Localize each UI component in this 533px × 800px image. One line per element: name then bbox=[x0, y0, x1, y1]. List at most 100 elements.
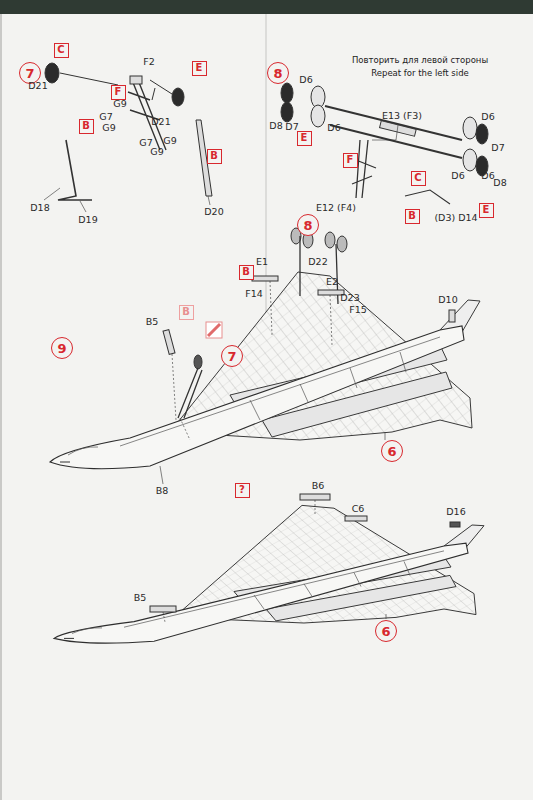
illustration-stroke bbox=[380, 121, 417, 137]
illustration-stroke bbox=[252, 276, 278, 281]
illustration-stroke bbox=[463, 117, 477, 139]
part-number: (D3) D14 bbox=[433, 213, 478, 223]
illustration-stroke bbox=[463, 149, 477, 171]
part-number: D7 bbox=[490, 143, 505, 153]
part-number: D8 bbox=[268, 121, 283, 131]
paper-fold bbox=[265, 14, 267, 330]
illustration-stroke bbox=[130, 76, 142, 84]
part-number: F15 bbox=[348, 305, 368, 315]
part-number: D23 bbox=[339, 293, 360, 303]
illustration-stroke bbox=[476, 124, 488, 144]
sprue-letter-box-faded: B bbox=[179, 305, 194, 320]
step-number-circle: 6 bbox=[381, 440, 403, 462]
instruction-note: Repeat for the left side bbox=[370, 69, 470, 78]
part-number: G9 bbox=[162, 136, 177, 146]
illustration-stroke bbox=[281, 102, 293, 122]
sprue-letter: F bbox=[347, 155, 354, 165]
sprue-letter-box: B bbox=[405, 209, 420, 224]
sprue-letter: E bbox=[196, 63, 203, 73]
part-number: E1 bbox=[255, 257, 269, 267]
sprue-letter-box: C bbox=[54, 43, 69, 58]
main-gear-parts bbox=[281, 83, 488, 204]
step-number-circle: 7 bbox=[221, 345, 243, 367]
illustration-stroke bbox=[315, 500, 316, 515]
part-number: G9 bbox=[101, 123, 116, 133]
illustration-stroke bbox=[44, 188, 60, 200]
sprue-letter-box: B bbox=[239, 265, 254, 280]
illustration-stroke bbox=[352, 140, 376, 198]
part-number: D22 bbox=[307, 257, 328, 267]
part-number: F2 bbox=[142, 57, 156, 67]
sprue-letter: E bbox=[301, 133, 308, 143]
illustration-stroke bbox=[60, 73, 118, 85]
illustration-stroke bbox=[281, 83, 293, 103]
illustration-stroke bbox=[405, 190, 450, 204]
part-number: B8 bbox=[155, 486, 170, 496]
part-number: D6 bbox=[326, 123, 341, 133]
sprue-letter-box: E bbox=[192, 61, 207, 76]
illustration-stroke bbox=[449, 310, 455, 322]
illustration-stroke bbox=[54, 505, 484, 643]
part-number: D6 bbox=[298, 75, 313, 85]
part-number: D7 bbox=[284, 122, 299, 132]
sprue-letter-box: E bbox=[479, 203, 494, 218]
part-number: D10 bbox=[437, 295, 458, 305]
part-number: E13 (F3) bbox=[381, 111, 423, 121]
illustration-stroke bbox=[45, 63, 59, 83]
instruction-note: Повторить для левой стороны bbox=[351, 56, 489, 65]
illustration-stroke bbox=[337, 236, 347, 252]
part-number: E12 (F4) bbox=[315, 203, 357, 213]
illustration-stroke bbox=[128, 80, 166, 150]
sprue-letter: B bbox=[82, 121, 90, 131]
illustration-stroke bbox=[180, 418, 190, 440]
illustration-stroke bbox=[206, 322, 222, 338]
step-number-circle: 9 bbox=[51, 337, 73, 359]
part-number: B6 bbox=[311, 481, 326, 491]
step-number-circle: 6 bbox=[375, 620, 397, 642]
illustration-stroke bbox=[450, 522, 460, 527]
illustration-stroke bbox=[270, 281, 332, 345]
part-number: D16 bbox=[445, 507, 466, 517]
step-number-circle: 8 bbox=[297, 214, 319, 236]
sprue-letter: 6 bbox=[387, 445, 396, 458]
illustration-stroke bbox=[345, 516, 367, 521]
illustration-stroke bbox=[58, 140, 92, 200]
sprue-letter: B bbox=[408, 211, 416, 221]
part-number: F14 bbox=[244, 289, 264, 299]
part-number: D19 bbox=[77, 215, 98, 225]
sprue-letter-box: F bbox=[343, 153, 358, 168]
illustration-stroke bbox=[150, 606, 176, 612]
illustration-stroke bbox=[194, 355, 202, 369]
sprue-letter-box: E bbox=[297, 131, 312, 146]
sprue-letter: 8 bbox=[303, 219, 312, 232]
sprue-letter: C bbox=[414, 173, 421, 183]
part-number: C6 bbox=[351, 504, 366, 514]
sprue-letter: B bbox=[182, 307, 190, 317]
illustration-stroke bbox=[172, 354, 176, 420]
illustration-stroke bbox=[172, 88, 184, 106]
step-number-circle: 8 bbox=[267, 62, 289, 84]
illustration-stroke bbox=[160, 466, 163, 484]
sprue-letter: 9 bbox=[57, 342, 66, 355]
illustration-stroke bbox=[80, 201, 86, 212]
part-number: D18 bbox=[29, 203, 50, 213]
sprue-letter: C bbox=[57, 45, 64, 55]
part-number: B5 bbox=[133, 593, 148, 603]
part-number: G7 bbox=[98, 112, 113, 122]
illustration-stroke bbox=[372, 125, 398, 140]
part-number: D20 bbox=[203, 207, 224, 217]
illustration-stroke bbox=[152, 88, 155, 100]
illustration-stroke bbox=[385, 432, 386, 440]
sprue-letter-box: F bbox=[111, 85, 126, 100]
sprue-letter: 8 bbox=[273, 67, 282, 80]
sprue-letter: 7 bbox=[25, 67, 34, 80]
sprue-letter-box: C bbox=[411, 171, 426, 186]
illustration-stroke bbox=[311, 105, 325, 127]
illustration-stroke bbox=[386, 614, 387, 619]
part-number: D8 bbox=[492, 178, 507, 188]
illustration-stroke bbox=[163, 612, 165, 622]
sprue-letter: ? bbox=[239, 485, 245, 495]
part-number: D21 bbox=[27, 81, 48, 91]
sprue-letter: 7 bbox=[227, 350, 236, 363]
sprue-letter-box: ? bbox=[235, 483, 250, 498]
